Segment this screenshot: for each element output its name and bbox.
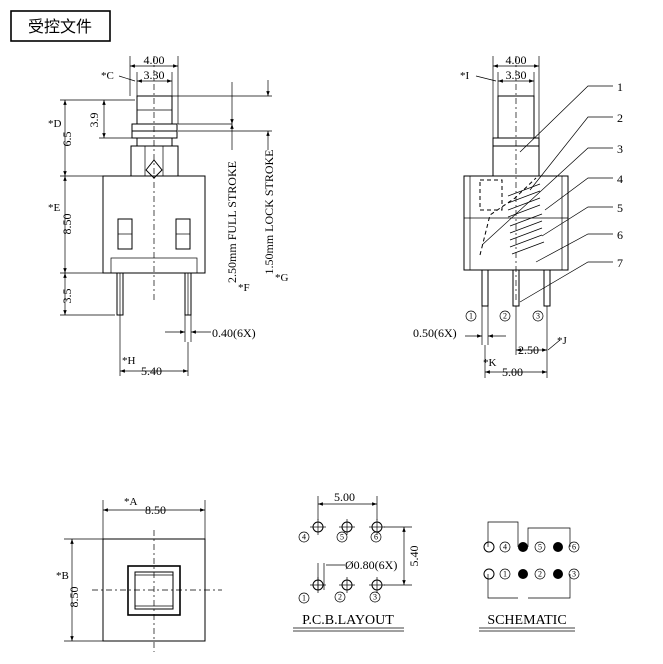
callout-3: 3 bbox=[617, 142, 623, 156]
pin-dia-label: 0.40(6X) bbox=[212, 326, 256, 340]
callout-4: 4 bbox=[617, 172, 623, 186]
pcb-pin-3: 3 bbox=[373, 593, 377, 602]
side-dim-width-label: 4.00 bbox=[506, 53, 527, 67]
lock-stroke-label: 1.50mm LOCK STROKE bbox=[262, 149, 276, 274]
sch-pin-1: 1 bbox=[503, 570, 507, 579]
sch-pin-2: 2 bbox=[538, 570, 542, 579]
pcb-layout: 5.00 5.40 Ø0.80(6X) 4 5 6 1 2 3 P.C.B.LA… bbox=[293, 490, 421, 632]
pcb-dim-540-label: 5.40 bbox=[407, 546, 421, 567]
label-e: *E bbox=[48, 202, 61, 214]
sch-pin-5: 5 bbox=[538, 543, 542, 552]
label-b: *B bbox=[56, 570, 69, 582]
pcb-hole bbox=[339, 519, 355, 535]
label-f: *F bbox=[238, 282, 250, 294]
pcb-hole bbox=[339, 577, 355, 593]
pcb-hole bbox=[310, 519, 326, 535]
pcb-pin-4: 4 bbox=[302, 533, 306, 542]
dim-width-label: 4.00 bbox=[144, 53, 165, 67]
side-pin-2: 2 bbox=[503, 312, 507, 321]
side-pin-1: 1 bbox=[469, 312, 473, 321]
schematic: 4 5 6 1 2 3 SCHEMATIC bbox=[479, 521, 580, 632]
label-i: *I bbox=[460, 70, 470, 82]
contact-spring bbox=[507, 183, 545, 255]
sch-pin-4: 4 bbox=[503, 543, 507, 552]
side-pin-3: 3 bbox=[536, 312, 540, 321]
pcb-hole bbox=[369, 577, 385, 593]
dim-35-label: 3.5 bbox=[60, 289, 74, 304]
callout-6: 6 bbox=[617, 228, 623, 242]
sch-pin-3: 3 bbox=[572, 570, 576, 579]
dim-540-label: 5.40 bbox=[141, 364, 162, 378]
dim-39-label: 3.9 bbox=[87, 113, 101, 128]
dim-inner-label: 3.30 bbox=[144, 68, 165, 82]
label-k: *K bbox=[483, 357, 497, 369]
side-view: 4.00 3.30 *I 1 2 3 4 5 6 7 1 2 3 bbox=[413, 53, 623, 379]
pcb-pin-6: 6 bbox=[374, 533, 378, 542]
dim-65-label: 6.5 bbox=[60, 132, 74, 147]
callout-7: 7 bbox=[617, 256, 623, 270]
dim-250-label: 2.50 bbox=[518, 343, 539, 357]
callout-leaders bbox=[481, 85, 613, 303]
title-box: 受控文件 bbox=[10, 10, 111, 42]
pcb-layout-label: P.C.B.LAYOUT bbox=[302, 613, 394, 628]
callout-1: 1 bbox=[617, 80, 623, 94]
callout-2: 2 bbox=[617, 111, 623, 125]
side-dim-inner-label: 3.30 bbox=[506, 68, 527, 82]
pcb-pin-5: 5 bbox=[340, 533, 344, 542]
side-pin-dia-label: 0.50(6X) bbox=[413, 326, 457, 340]
callout-5: 5 bbox=[617, 201, 623, 215]
top-dim-h-label: 8.50 bbox=[67, 587, 81, 608]
dim-850-label: 8.50 bbox=[60, 214, 74, 235]
top-dim-w-label: 8.50 bbox=[145, 503, 166, 517]
dim-500-label: 5.00 bbox=[502, 365, 523, 379]
label-j: *J bbox=[557, 335, 568, 347]
full-stroke-label: 2.50mm FULL STROKE bbox=[225, 161, 239, 283]
pcb-hole-dia-label: Ø0.80(6X) bbox=[345, 558, 397, 572]
pcb-pin-2: 2 bbox=[338, 593, 342, 602]
front-view: 4.00 3.30 *C 6.5 8.50 3.5 *D *E 3.9 2.50… bbox=[48, 53, 289, 378]
label-a: *A bbox=[124, 496, 138, 508]
label-d: *D bbox=[48, 118, 62, 130]
pcb-pin-1: 1 bbox=[302, 594, 306, 603]
schematic-label: SCHEMATIC bbox=[487, 613, 566, 628]
document-title: 受控文件 bbox=[28, 17, 92, 36]
label-g: *G bbox=[275, 272, 289, 284]
top-view: 8.50 *A 8.50 *B bbox=[56, 496, 222, 652]
label-h: *H bbox=[122, 355, 136, 367]
label-c: *C bbox=[101, 70, 114, 82]
pcb-dim-500-label: 5.00 bbox=[334, 490, 355, 504]
sch-pin-6: 6 bbox=[572, 543, 576, 552]
